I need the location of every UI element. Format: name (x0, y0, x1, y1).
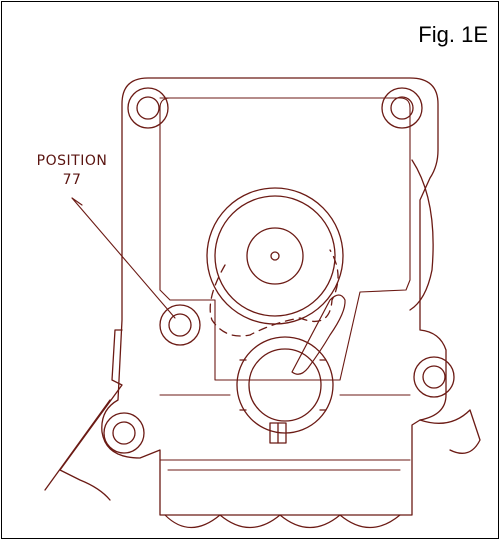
base-scallops (164, 514, 401, 528)
lower-body (159, 394, 411, 471)
figure-label: Fig. 1E (418, 22, 488, 47)
callout-line-1: POSITION (36, 153, 108, 169)
bolt-boss-bottom-left (103, 412, 145, 454)
output-shaft (236, 336, 334, 444)
callout-line-2: 77 (62, 172, 82, 188)
right-bracket (419, 409, 481, 454)
bolt-boss-right (413, 356, 455, 398)
drive-gear (206, 187, 344, 325)
cover-plate (159, 97, 411, 381)
position-callout: POSITION 77 (22, 152, 122, 190)
right-flange (409, 159, 434, 311)
housing-outline (101, 77, 447, 516)
left-stand (44, 329, 123, 501)
callout-leader (71, 197, 176, 319)
bolt-boss-position-77 (159, 304, 201, 346)
lever-arm (291, 294, 346, 375)
bolt-boss-top-right (381, 87, 423, 129)
bolt-boss-top-left (127, 87, 169, 129)
cam-outline-hidden (209, 249, 339, 337)
